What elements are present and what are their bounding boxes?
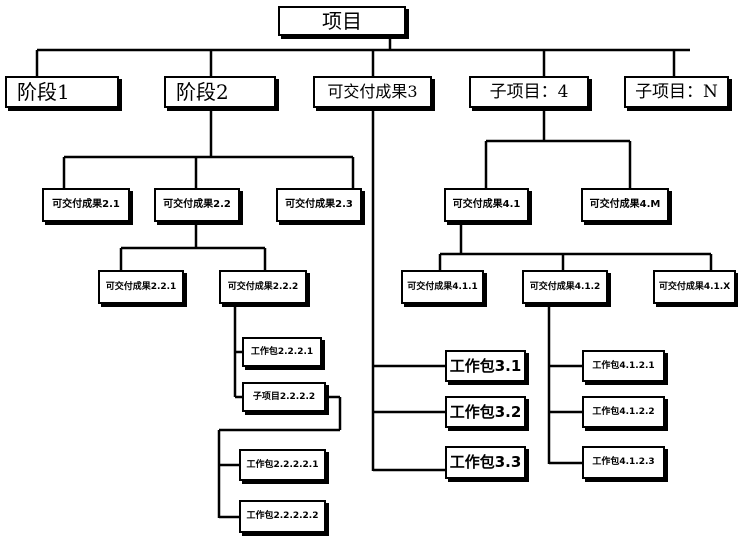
deliverable-4-1-x-node: 可交付成果4.1.X	[653, 270, 736, 304]
work-package-3-2-node: 工作包3.2	[445, 396, 526, 428]
work-package-2-2-2-2-1-node: 工作包2.2.2.2.1	[239, 449, 326, 481]
deliverable-2-2-2-node: 可交付成果2.2.2	[219, 270, 307, 304]
deliverable-2-3-node: 可交付成果2.3	[276, 188, 362, 222]
phase-2-node: 阶段2	[164, 76, 276, 108]
deliverable-2-1-node: 可交付成果2.1	[42, 188, 130, 222]
project-root-node: 项目	[278, 6, 406, 36]
subproject-n-node: 子项目：N	[624, 76, 729, 108]
work-package-4-1-2-1-node: 工作包4.1.2.1	[582, 350, 665, 382]
deliverable-4-m-node: 可交付成果4.M	[581, 188, 669, 222]
work-package-2-2-2-2-2-node: 工作包2.2.2.2.2	[239, 500, 326, 533]
deliverable-3-node: 可交付成果3	[313, 76, 432, 108]
deliverable-4-1-node: 可交付成果4.1	[444, 188, 529, 222]
phase-1-node: 阶段1	[5, 76, 119, 108]
deliverable-4-1-2-node: 可交付成果4.1.2	[522, 270, 608, 304]
subproject-2-2-2-2-node: 子项目2.2.2.2	[242, 382, 326, 412]
work-package-3-1-node: 工作包3.1	[445, 350, 526, 382]
deliverable-2-2-1-node: 可交付成果2.2.1	[98, 270, 184, 304]
deliverable-4-1-1-node: 可交付成果4.1.1	[401, 270, 484, 304]
deliverable-2-2-node: 可交付成果2.2	[154, 188, 240, 222]
subproject-4-node: 子项目：4	[469, 76, 589, 108]
work-package-4-1-2-2-node: 工作包4.1.2.2	[582, 396, 665, 428]
work-package-2-2-2-1-node: 工作包2.2.2.1	[242, 337, 322, 367]
work-package-3-3-node: 工作包3.3	[445, 446, 526, 479]
work-package-4-1-2-3-node: 工作包4.1.2.3	[582, 446, 665, 479]
